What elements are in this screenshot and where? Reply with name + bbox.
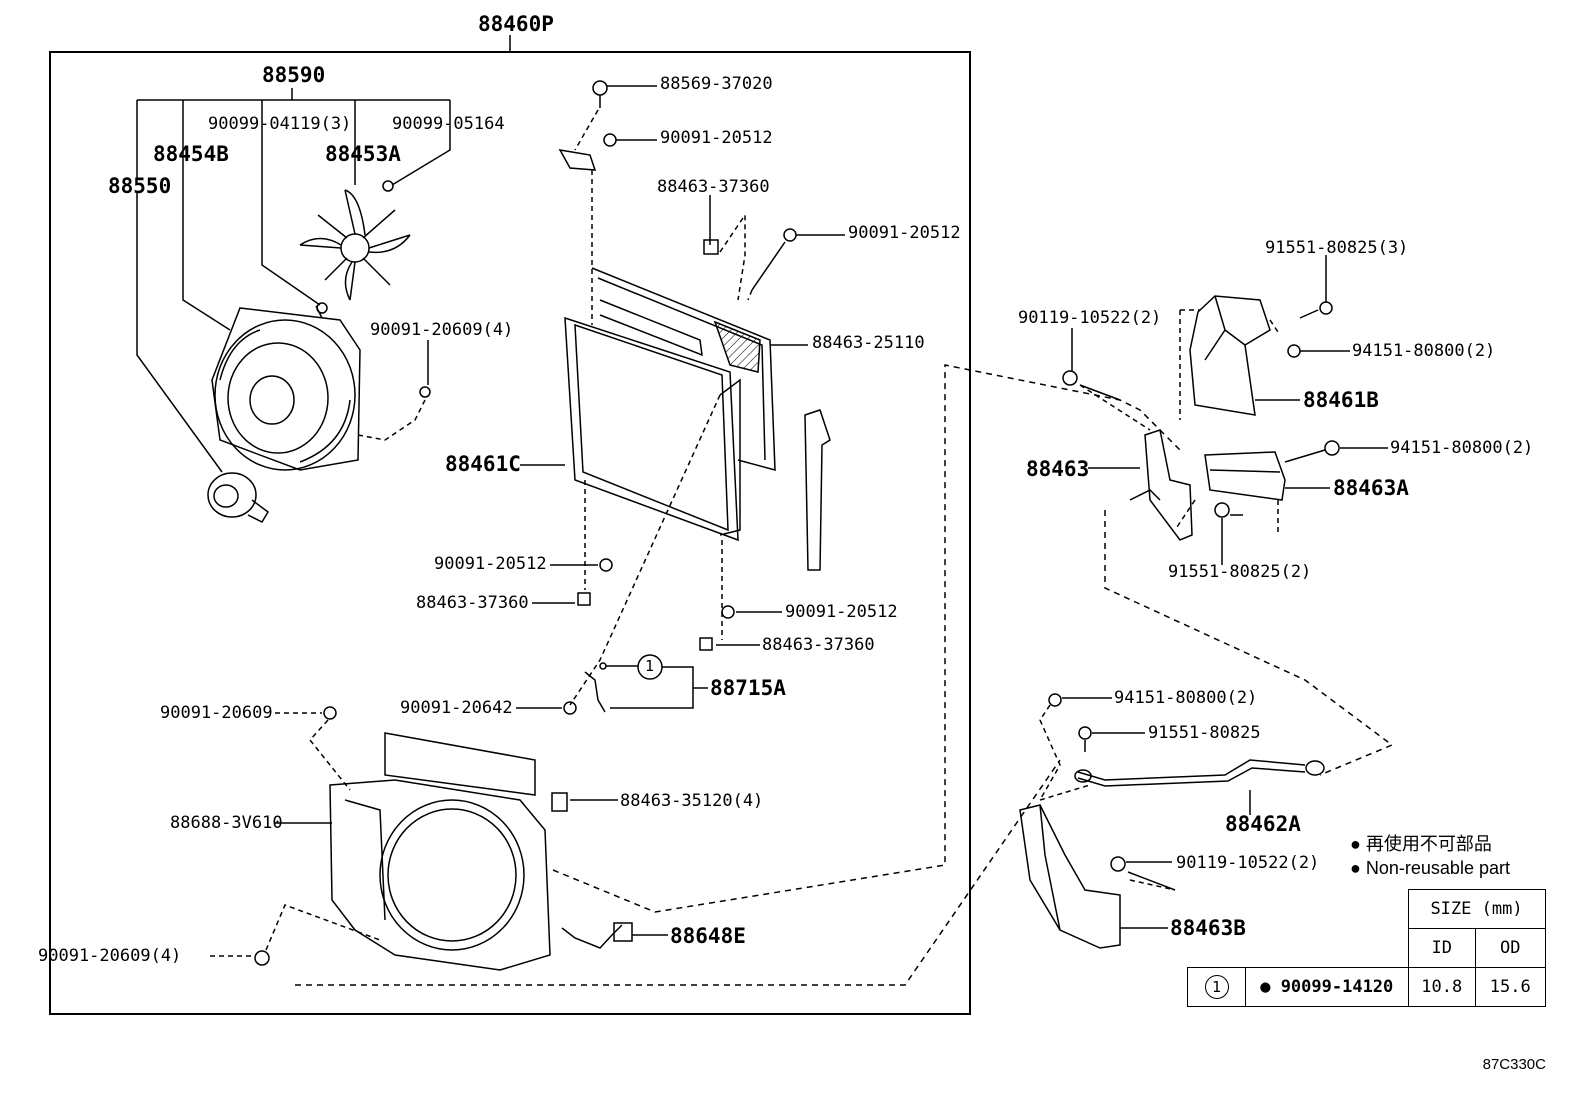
- fan-blade-icon: [299, 180, 411, 301]
- label-tube: 88715A: [710, 676, 786, 700]
- label-seal-panel: 88463-25110: [812, 333, 925, 353]
- label-bolt-top-a: 88569-37020: [660, 74, 773, 94]
- tube-icon: [584, 671, 606, 713]
- label-bolt-duct-lower: 90091-20609(4): [38, 946, 182, 966]
- label-nut-cover: 94151-80800(2): [1352, 341, 1496, 361]
- label-bolt-duct: 90091-20609: [160, 703, 273, 723]
- label-clip-upper: 88463-37360: [657, 177, 770, 197]
- label-bolt-bracket-b: 90119-10522(2): [1176, 853, 1320, 873]
- label-bolt-lower-right: 90091-20512: [785, 602, 898, 622]
- label-nut-fan: 90099-05164: [392, 114, 505, 134]
- label-condenser: 88461C: [445, 452, 521, 476]
- assembly-frame: [49, 51, 971, 1015]
- fan-motor-tree: [136, 88, 451, 473]
- label-nut-bracket-a: 94151-80800(2): [1390, 438, 1534, 458]
- size-od-value: 15.6: [1474, 967, 1546, 1007]
- label-wire-harness: 88648E: [670, 924, 746, 948]
- motor-icon: [207, 472, 269, 523]
- bullet-icon: ●: [1350, 834, 1361, 854]
- label-bolt-top-b: 90091-20512: [660, 128, 773, 148]
- size-col-id: ID: [1407, 928, 1476, 968]
- bullet-icon: ●: [1350, 858, 1361, 878]
- label-screw-fan: 90099-04119(3): [208, 114, 352, 134]
- duct-icon: [329, 732, 551, 971]
- legend-en: ● Non-reusable part: [1350, 856, 1510, 880]
- size-ref-cell: 1: [1187, 967, 1246, 1007]
- label-bracket-b: 88463B: [1170, 916, 1246, 940]
- bolt-icon: [592, 80, 608, 96]
- size-id-value: 10.8: [1407, 967, 1476, 1007]
- bolt-icon: [603, 133, 617, 147]
- label-nut-rod: 94151-80800(2): [1114, 688, 1258, 708]
- label-bolt-shroud: 90091-20609(4): [370, 320, 514, 340]
- label-duct-clip: 88463-35120(4): [620, 791, 764, 811]
- bracket-b-icon: [1019, 804, 1121, 949]
- rod-icon: [1074, 759, 1325, 787]
- harness-icon: [561, 924, 623, 949]
- legend-jp: ● 再使用不可部品: [1350, 832, 1510, 856]
- label-clip-lower-left: 88463-37360: [416, 593, 529, 613]
- label-shroud-motor: 88550: [108, 174, 172, 198]
- label-bolt-cover: 91551-80825(3): [1265, 238, 1409, 258]
- bracket-a-icon: [1204, 451, 1286, 501]
- size-part-cell: ● 90099-14120: [1245, 967, 1409, 1007]
- legend-en-text: Non-reusable part: [1365, 858, 1510, 878]
- label-cover: 88461B: [1303, 388, 1379, 412]
- condenser-icon: [564, 267, 776, 542]
- label-rod: 88462A: [1225, 812, 1301, 836]
- bracket-icon: [1129, 429, 1193, 541]
- label-duct: 88688-3V610: [170, 813, 283, 833]
- label-bracket-a: 88463A: [1333, 476, 1409, 500]
- size-part: 90099-14120: [1280, 977, 1394, 997]
- side-bar-icon: [804, 409, 831, 571]
- label-circle-ref: 1: [645, 657, 655, 675]
- bullet-icon: ●: [1260, 977, 1281, 997]
- figure-id: 87C330C: [1482, 1056, 1546, 1073]
- legend-jp-text: 再使用不可部品: [1365, 834, 1492, 854]
- cover-icon: [1189, 295, 1271, 416]
- size-ref: 1: [1204, 975, 1229, 999]
- size-table: SIZE (mm) ID OD 1 ● 90099-14120 10.8 15.…: [1187, 889, 1546, 1007]
- label-fan: 88453A: [325, 142, 401, 166]
- size-col-od: OD: [1474, 928, 1546, 968]
- label-bolt-rod: 91551-80825: [1148, 723, 1261, 743]
- legend: ● 再使用不可部品 ● Non-reusable part: [1350, 832, 1510, 880]
- label-clip-lower-right: 88463-37360: [762, 635, 875, 655]
- label-bolt-bracket-a: 91551-80825(2): [1168, 562, 1312, 582]
- label-bolt-bracket: 90119-10522(2): [1018, 308, 1162, 328]
- label-bolt-right-upper: 90091-20512: [848, 223, 961, 243]
- label-fan-shroud: 88454B: [153, 142, 229, 166]
- label-connector-bolt: 90091-20642: [400, 698, 513, 718]
- label-bracket: 88463: [1026, 457, 1090, 481]
- label-bolt-lower-left: 90091-20512: [434, 554, 547, 574]
- label-assembly: 88460P: [478, 12, 554, 36]
- label-fan-motor-assy: 88590: [262, 63, 326, 87]
- fan-shroud-icon: [211, 307, 361, 471]
- size-header: SIZE (mm): [1407, 889, 1546, 929]
